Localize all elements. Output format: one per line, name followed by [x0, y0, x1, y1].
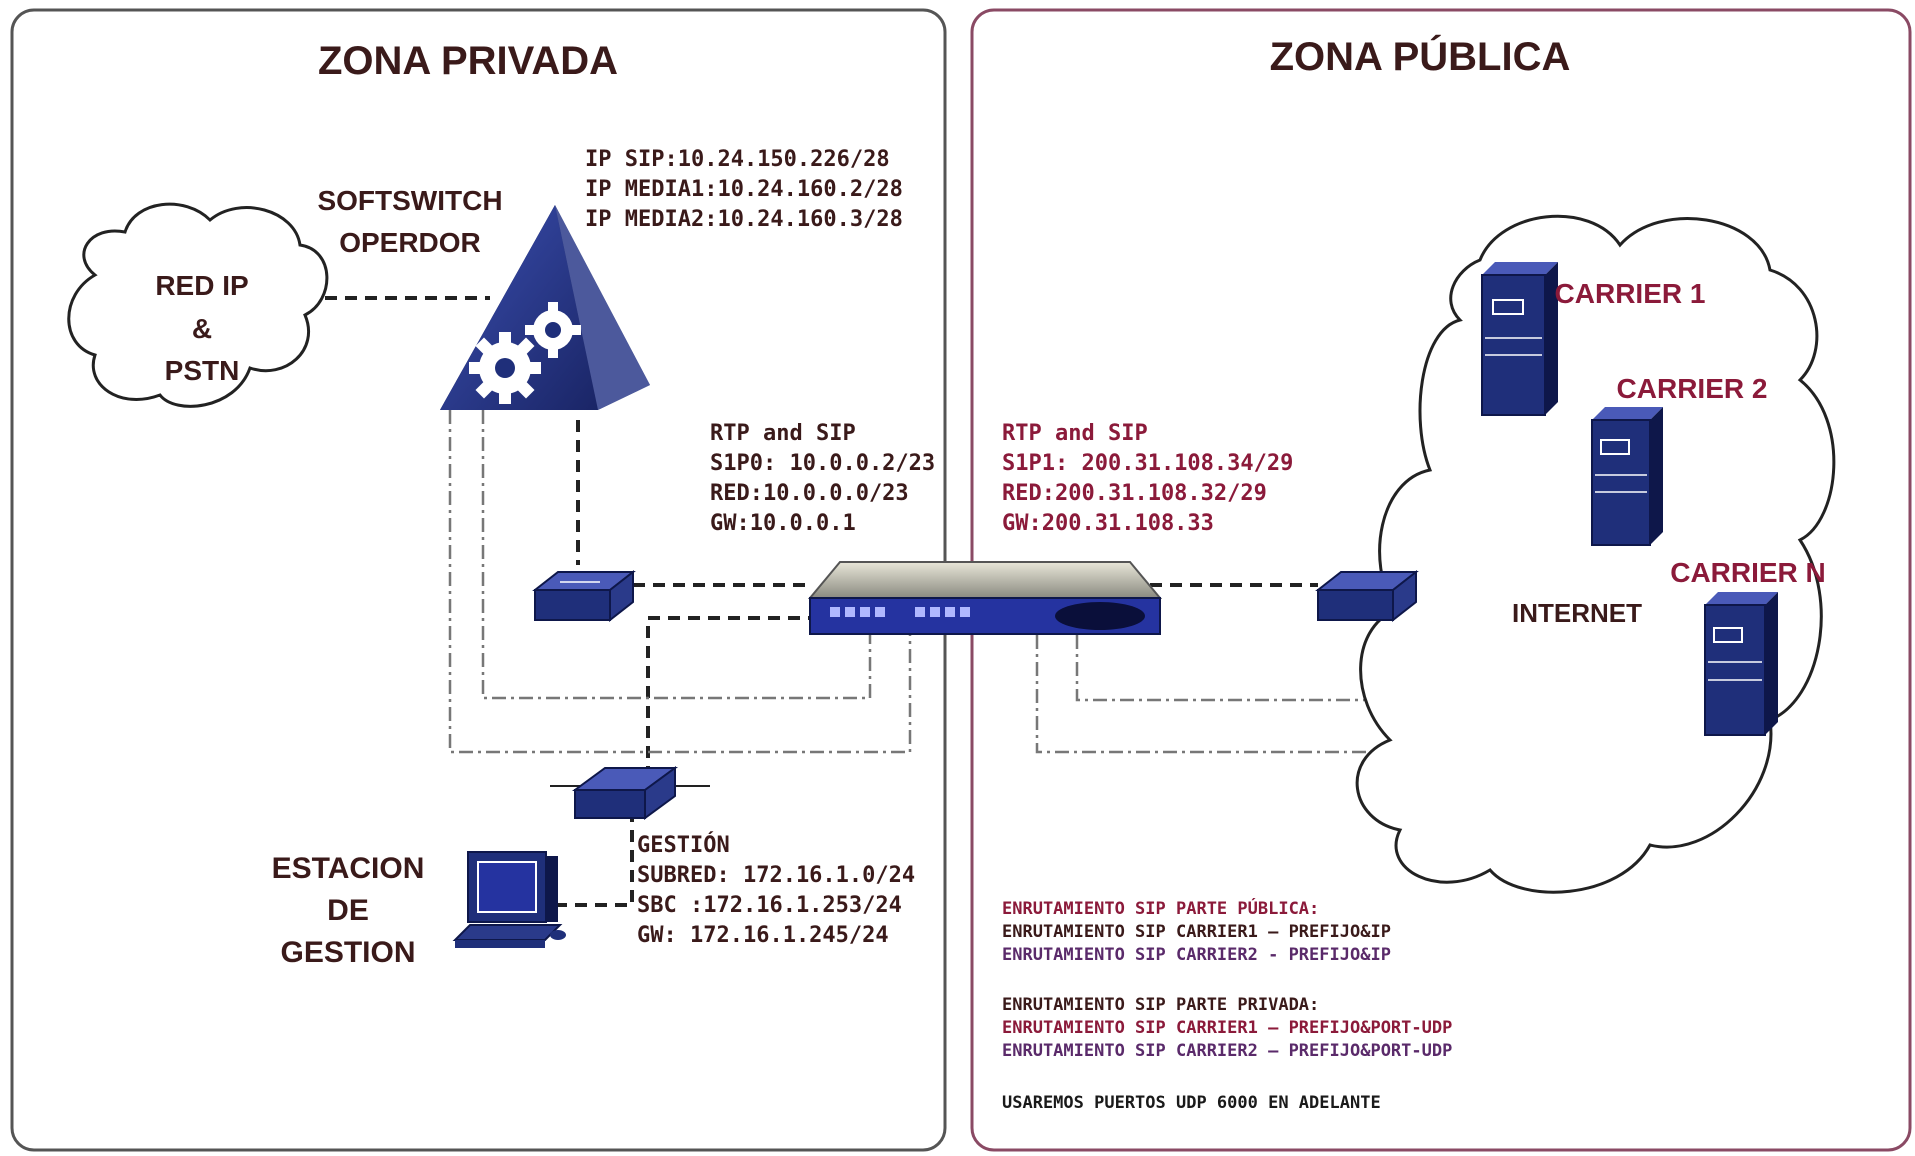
routing-public-block: ENRUTAMIENTO SIP PARTE PÚBLICA: ENRUTAMI…	[1002, 897, 1391, 965]
routing-public-carrier1: ENRUTAMIENTO SIP CARRIER1 – PREFIJO&IP	[1002, 922, 1391, 942]
softswitch-ip-media2: IP MEDIA2:10.24.160.3/28	[585, 207, 903, 232]
management-switch-icon	[550, 766, 710, 820]
private-rtp-line1: RTP and SIP	[710, 421, 856, 446]
public-rtp-line1: RTP and SIP	[1002, 421, 1148, 446]
public-rtp-sip-info: RTP and SIP S1P1: 200.31.108.34/29 RED:2…	[1002, 421, 1293, 536]
routing-private-block: ENRUTAMIENTO SIP PARTE PRIVADA: ENRUTAMI…	[1002, 995, 1452, 1061]
carrier-2-server-icon	[1591, 407, 1663, 546]
computer-icon	[452, 851, 566, 948]
softswitch-ip-sip: IP SIP:10.24.150.226/28	[585, 147, 890, 172]
public-zone-title: ZONA PÚBLICA	[1270, 33, 1571, 79]
management-line3: SBC :172.16.1.253/24	[637, 893, 902, 918]
softswitch-ip-list: IP SIP:10.24.150.226/28 IP MEDIA1:10.24.…	[585, 147, 903, 232]
private-rtp-sip-info: RTP and SIP S1P0: 10.0.0.2/23 RED:10.0.0…	[710, 421, 935, 536]
station-label-line3: GESTION	[280, 936, 415, 969]
carrier-1-server-icon	[1481, 262, 1558, 416]
softswitch-label-line1: SOFTSWITCH	[317, 185, 502, 216]
management-line2: SUBRED: 172.16.1.0/24	[637, 863, 915, 888]
udp-ports-note: USAREMOS PUERTOS UDP 6000 EN ADELANTE	[1002, 1093, 1381, 1113]
public-rtp-line3: RED:200.31.108.32/29	[1002, 481, 1267, 506]
private-rtp-line2: S1P0: 10.0.0.2/23	[710, 451, 935, 476]
softswitch-label-line2: OPERDOR	[339, 227, 481, 258]
carrier-n-label: CARRIER N	[1670, 557, 1826, 588]
management-info: GESTIÓN SUBRED: 172.16.1.0/24 SBC :172.1…	[637, 832, 915, 948]
carrier-1-label: CARRIER 1	[1555, 278, 1706, 309]
routing-public-carrier2: ENRUTAMIENTO SIP CARRIER2 - PREFIJO&IP	[1002, 945, 1391, 965]
routing-private-carrier1: ENRUTAMIENTO SIP CARRIER1 – PREFIJO&PORT…	[1002, 1018, 1452, 1038]
softswitch-ip-media1: IP MEDIA1:10.24.160.2/28	[585, 177, 903, 202]
internet-label: INTERNET	[1512, 598, 1642, 628]
management-line4: GW: 172.16.1.245/24	[637, 923, 889, 948]
sbc-device-icon	[807, 561, 1163, 635]
station-label-line1: ESTACION	[272, 852, 425, 885]
cloud-label-line3: PSTN	[165, 355, 240, 386]
cloud-label-line2: &	[192, 313, 212, 344]
cloud-label-line1: RED IP	[155, 270, 248, 301]
dashed-links	[305, 296, 1318, 907]
private-rtp-line4: GW:10.0.0.1	[710, 511, 856, 536]
carrier-2-label: CARRIER 2	[1617, 373, 1768, 404]
private-rtp-line3: RED:10.0.0.0/23	[710, 481, 909, 506]
public-switch-icon	[1315, 569, 1419, 623]
routing-private-carrier2: ENRUTAMIENTO SIP CARRIER2 – PREFIJO&PORT…	[1002, 1041, 1452, 1061]
softswitch-icon	[440, 205, 650, 410]
routing-public-heading: ENRUTAMIENTO SIP PARTE PÚBLICA:	[1002, 897, 1319, 919]
public-rtp-line4: GW:200.31.108.33	[1002, 511, 1214, 536]
station-label-line2: DE	[327, 894, 369, 927]
management-line1: GESTIÓN	[637, 832, 730, 858]
red-ip-pstn-cloud: RED IP & PSTN	[67, 202, 329, 408]
routing-private-heading: ENRUTAMIENTO SIP PARTE PRIVADA:	[1002, 995, 1319, 1015]
private-zone-title: ZONA PRIVADA	[318, 39, 618, 83]
switch-icon	[532, 569, 636, 623]
carrier-n-server-icon	[1704, 592, 1778, 736]
public-rtp-line2: S1P1: 200.31.108.34/29	[1002, 451, 1293, 476]
